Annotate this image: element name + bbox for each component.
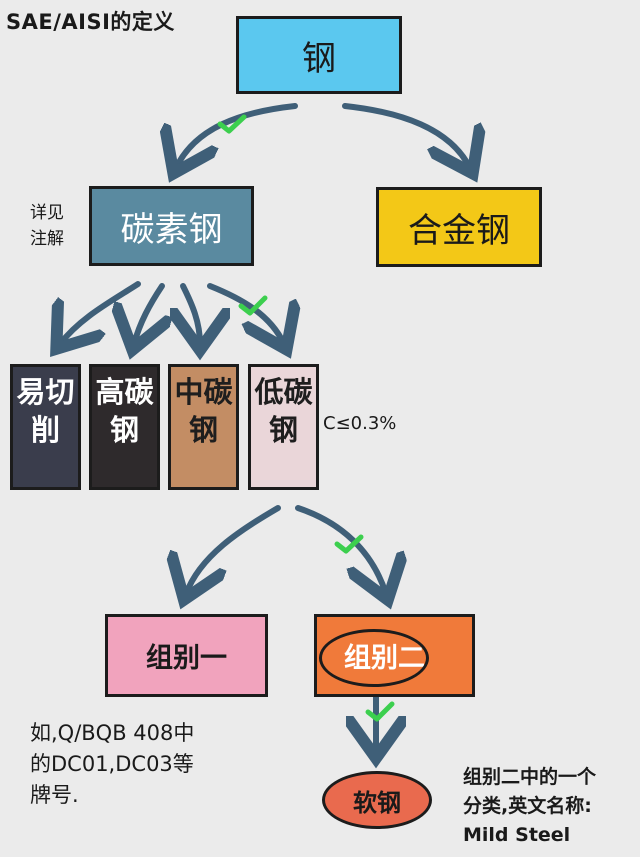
low-carbon-note: C≤0.3%: [323, 413, 397, 434]
mild-steel-note-line-1: 组别二中的一个: [463, 766, 597, 788]
check-carbon-to-low: [238, 295, 268, 316]
check-group-two-to-mild: [365, 701, 395, 722]
node-medium-carbon-label: 中碳钢: [174, 375, 233, 447]
node-high-carbon: 高碳钢: [89, 364, 160, 490]
node-alloy-steel: 合金钢: [376, 187, 542, 267]
carbon-note-line-1: 详见: [30, 203, 64, 223]
mild-steel-note: 组别二中的一个 分类,英文名称: Mild Steel: [463, 763, 596, 850]
group-two-highlight-ellipse: [319, 629, 429, 687]
node-free-cutting: 易切削: [10, 364, 81, 490]
node-group-one-label: 组别一: [146, 643, 227, 674]
arrow-carbon-to-free-cutting: [60, 281, 141, 344]
node-mild-steel-label: 软钢: [353, 788, 401, 817]
node-group-one: 组别一: [105, 614, 268, 697]
node-medium-carbon: 中碳钢: [168, 364, 239, 490]
arrow-carbon-to-high-carbon: [134, 283, 162, 344]
node-alloy-steel-label: 合金钢: [408, 210, 510, 251]
node-carbon-steel-label: 碳素钢: [120, 209, 223, 250]
group-one-note-line-1: 如,Q/BQB 408中: [30, 721, 195, 745]
node-low-carbon: 低碳钢: [248, 364, 319, 490]
carbon-note: 详见 注解: [30, 200, 64, 252]
arrow-carbon-to-medium-carbon: [183, 283, 200, 344]
arrow-steel-to-alloy: [342, 103, 470, 168]
group-one-note-line-3: 牌号.: [30, 783, 79, 807]
node-mild-steel: 软钢: [322, 771, 432, 829]
group-one-note-line-2: 的DC01,DC03等: [30, 752, 194, 776]
node-steel: 钢: [236, 16, 402, 94]
check-steel-to-carbon: [217, 114, 247, 134]
node-free-cutting-label: 易切削: [16, 375, 75, 447]
node-high-carbon-label: 高碳钢: [95, 375, 154, 447]
arrow-steel-to-carbon: [176, 103, 298, 168]
diagram-title: SAE/AISI的定义: [6, 10, 175, 34]
group-one-note: 如,Q/BQB 408中 的DC01,DC03等 牌号.: [30, 718, 194, 811]
node-low-carbon-label: 低碳钢: [254, 375, 313, 447]
carbon-note-line-2: 注解: [30, 229, 64, 249]
check-low-to-group-two: [334, 534, 364, 554]
node-carbon-steel: 碳素钢: [89, 186, 254, 266]
node-steel-label: 钢: [302, 38, 336, 79]
mild-steel-note-line-2: 分类,英文名称:: [463, 795, 592, 817]
arrow-low-to-group-one: [186, 505, 281, 594]
mild-steel-note-line-3: Mild Steel: [463, 824, 571, 846]
arrow-carbon-to-low-carbon: [207, 283, 284, 344]
arrow-low-to-group-two: [295, 505, 386, 594]
